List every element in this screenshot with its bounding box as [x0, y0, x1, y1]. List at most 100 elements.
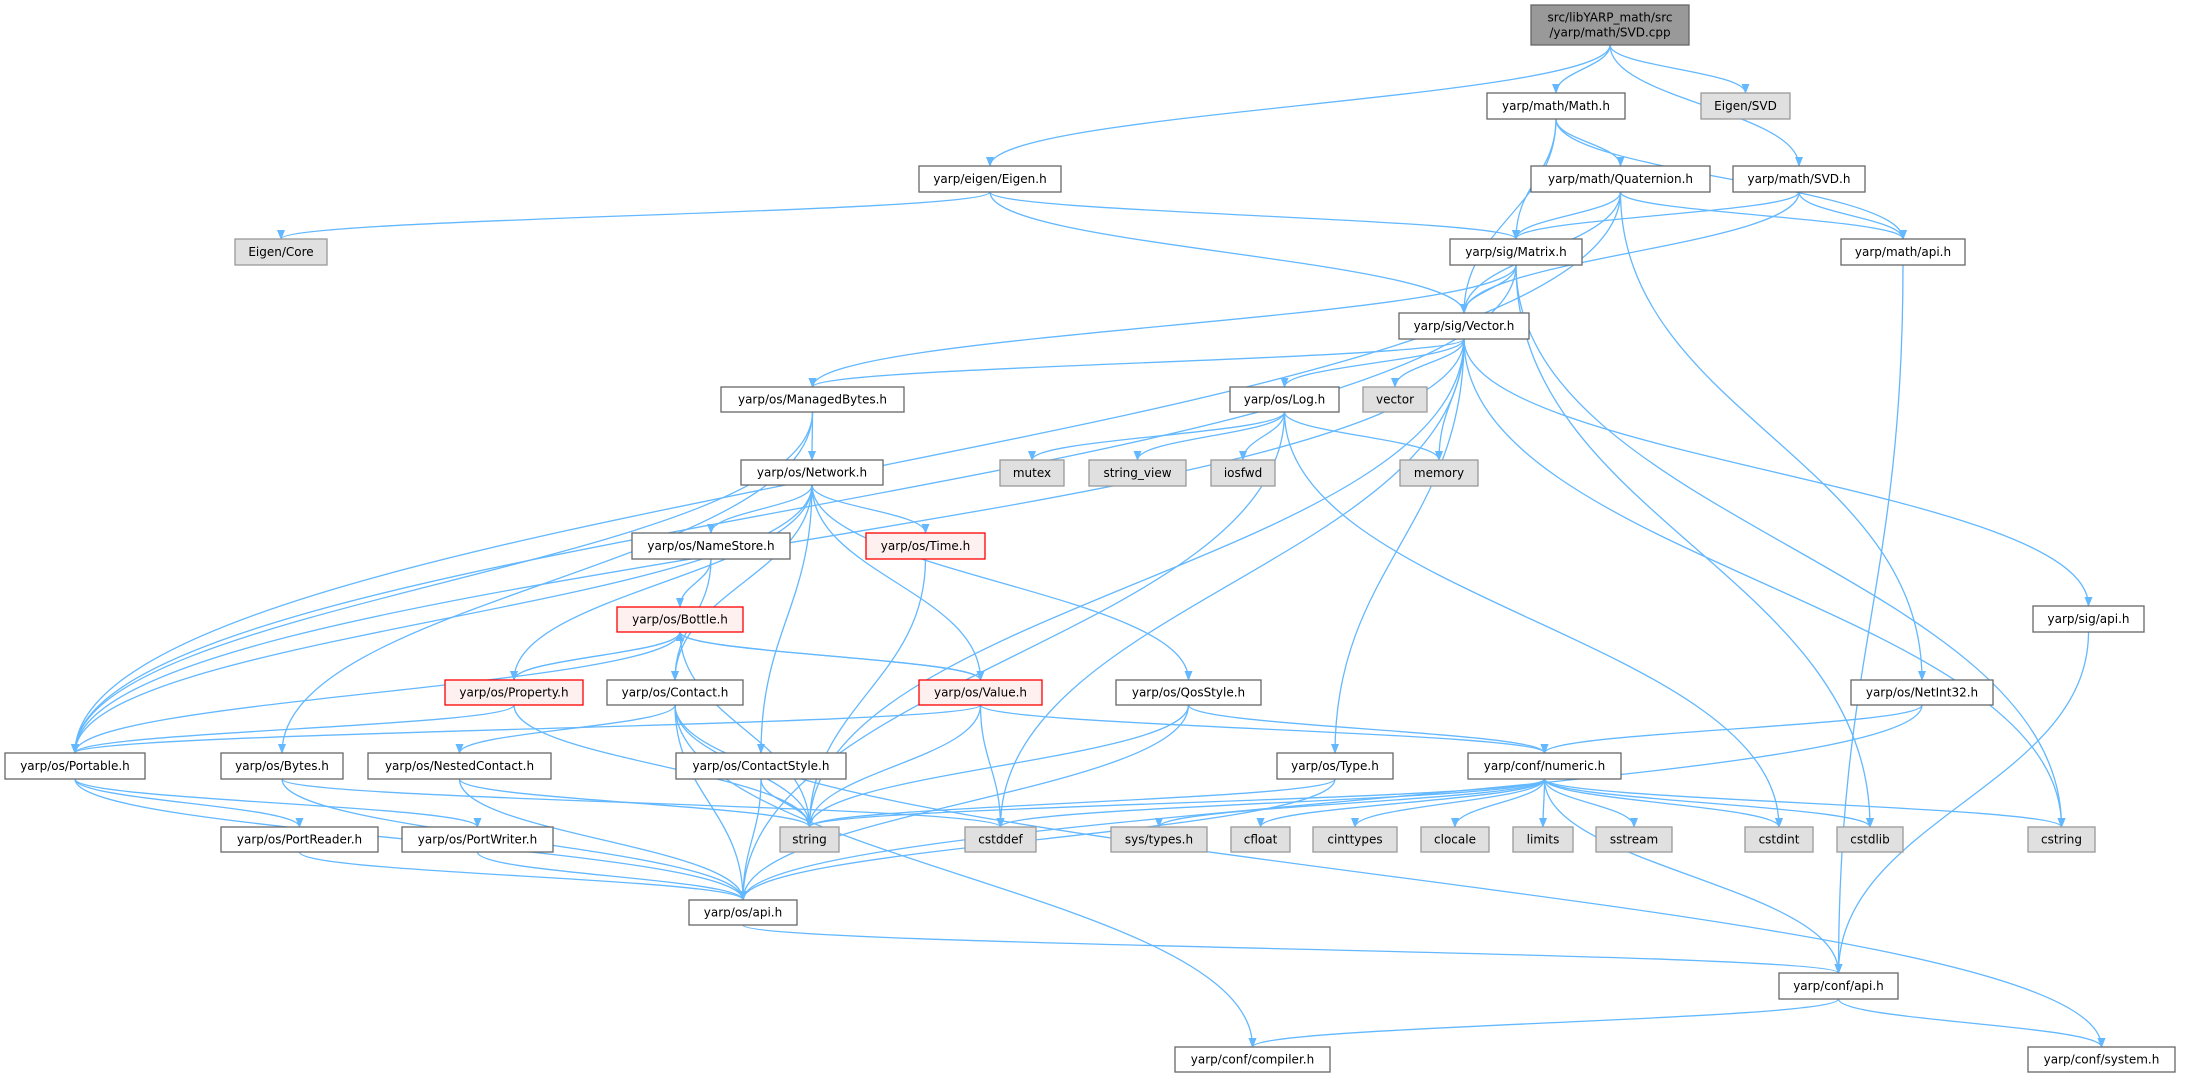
edge-network-to-time	[811, 484, 930, 534]
node-mathapi[interactable]: yarp/math/api.h	[1840, 238, 1966, 266]
node-compiler[interactable]: yarp/conf/compiler.h	[1174, 1046, 1331, 1073]
node-network[interactable]: yarp/os/Network.h	[740, 459, 884, 486]
node-log[interactable]: yarp/os/Log.h	[1229, 386, 1340, 413]
node-preader[interactable]: yarp/os/PortReader.h	[220, 826, 379, 853]
edge-numeric-to-cfloat	[1256, 778, 1546, 828]
node-box	[367, 752, 552, 780]
node-cfloat[interactable]: cfloat	[1230, 826, 1291, 853]
edge-vector-to-managed	[808, 338, 1465, 388]
node-box	[234, 238, 328, 266]
node-matrix[interactable]: yarp/sig/Matrix.h	[1449, 238, 1583, 266]
node-box	[1700, 92, 1791, 120]
node-box	[1398, 312, 1530, 340]
node-label: cstddef	[978, 833, 1023, 847]
node-cstyle[interactable]: yarp/os/ContactStyle.h	[675, 752, 847, 780]
node-cinttypes[interactable]: cinttypes	[1312, 826, 1398, 853]
node-label: /yarp/math/SVD.cpp	[1549, 26, 1670, 40]
node-label: iosfwd	[1224, 466, 1262, 480]
node-label: string_view	[1103, 466, 1171, 480]
node-bytes[interactable]: yarp/os/Bytes.h	[220, 752, 344, 780]
edge-numeric-to-string	[805, 778, 1546, 828]
node-root[interactable]: src/libYARP_math/src/yarp/math/SVD.cpp	[1530, 4, 1690, 46]
node-clocale[interactable]: clocale	[1420, 826, 1490, 853]
node-limits[interactable]: limits	[1512, 826, 1574, 853]
node-qos[interactable]: yarp/os/QosStyle.h	[1115, 679, 1262, 706]
edge-root-to-math	[1552, 44, 1611, 94]
edge-vector-to-cstring	[1463, 338, 2066, 828]
node-portable[interactable]: yarp/os/Portable.h	[4, 752, 146, 780]
node-mutex[interactable]: mutex	[999, 459, 1065, 487]
node-bottle[interactable]: yarp/os/Bottle.h	[616, 606, 744, 633]
node-box	[1836, 826, 1904, 853]
node-time[interactable]: yarp/os/Time.h	[865, 532, 986, 560]
node-vector[interactable]: yarp/sig/Vector.h	[1398, 312, 1530, 340]
edge-nested-to-osapi	[458, 778, 747, 901]
edge-pwriter-to-osapi	[476, 851, 747, 901]
node-confapi[interactable]: yarp/conf/api.h	[1778, 972, 1899, 1000]
edge-portable-to-preader	[74, 778, 304, 828]
node-label: clocale	[1434, 833, 1476, 847]
node-label: cstdint	[1759, 833, 1800, 847]
node-box	[444, 679, 584, 706]
node-cstddef[interactable]: cstddef	[964, 826, 1037, 853]
edge-value-to-portable	[71, 704, 982, 754]
node-cstdlib[interactable]: cstdlib	[1836, 826, 1904, 853]
node-cstdint[interactable]: cstdint	[1744, 826, 1814, 853]
node-label: yarp/os/Bottle.h	[632, 613, 728, 627]
edge-log-to-cstdint	[1283, 411, 1783, 828]
node-netint[interactable]: yarp/os/NetInt32.h	[1850, 679, 1994, 706]
node-label: yarp/math/Math.h	[1502, 99, 1610, 113]
node-label: yarp/os/Property.h	[459, 686, 568, 700]
edge-vector-to-cstddef	[996, 338, 1465, 828]
node-contact[interactable]: yarp/os/Contact.h	[606, 679, 744, 706]
node-label: yarp/os/PortReader.h	[237, 833, 362, 847]
node-box	[401, 826, 554, 853]
node-string[interactable]: string	[779, 826, 840, 853]
node-box	[720, 386, 905, 413]
node-eigenh[interactable]: yarp/eigen/Eigen.h	[918, 165, 1062, 193]
edge-svdh-to-vector	[1460, 191, 1800, 314]
node-label: yarp/os/api.h	[704, 906, 782, 920]
node-eigencore[interactable]: Eigen/Core	[234, 238, 328, 266]
node-svdh[interactable]: yarp/math/SVD.h	[1732, 165, 1866, 193]
node-box	[779, 826, 840, 853]
node-cstring[interactable]: cstring	[2027, 826, 2096, 853]
node-label: mutex	[1013, 466, 1051, 480]
node-label: yarp/os/ContactStyle.h	[693, 759, 830, 773]
node-property[interactable]: yarp/os/Property.h	[444, 679, 584, 706]
node-type[interactable]: yarp/os/Type.h	[1276, 752, 1394, 780]
node-stringview[interactable]: string_view	[1088, 459, 1187, 487]
node-numeric[interactable]: yarp/conf/numeric.h	[1467, 752, 1622, 780]
node-system[interactable]: yarp/conf/system.h	[2027, 1046, 2176, 1073]
node-managed[interactable]: yarp/os/ManagedBytes.h	[720, 386, 905, 413]
edge-contact-to-nested	[455, 704, 676, 754]
node-box	[1486, 92, 1626, 120]
node-eigensvd[interactable]: Eigen/SVD	[1700, 92, 1791, 120]
edge-log-to-mutex	[1028, 411, 1286, 461]
node-memory[interactable]: memory	[1399, 459, 1479, 487]
node-sstream[interactable]: sstream	[1595, 826, 1673, 853]
node-quat[interactable]: yarp/math/Quaternion.h	[1530, 165, 1711, 193]
node-namestore[interactable]: yarp/os/NameStore.h	[631, 532, 791, 560]
edge-matrix-to-managed	[808, 264, 1517, 388]
node-nested[interactable]: yarp/os/NestedContact.h	[367, 752, 552, 780]
edge-bottle-to-string	[679, 631, 814, 828]
node-iosfwd[interactable]: iosfwd	[1210, 459, 1276, 487]
edge-value-to-numeric	[979, 704, 1549, 754]
node-osapi[interactable]: yarp/os/api.h	[688, 899, 798, 926]
node-sigapi[interactable]: yarp/sig/api.h	[2032, 605, 2145, 633]
node-box	[1840, 238, 1966, 266]
node-systypes[interactable]: sys/types.h	[1110, 826, 1208, 853]
edge-vector-to-sigapi	[1463, 338, 2093, 607]
edge-type-to-string	[805, 778, 1336, 828]
edge-value-to-bottle	[676, 631, 982, 681]
node-label: yarp/math/api.h	[1855, 245, 1951, 259]
node-value[interactable]: yarp/os/Value.h	[918, 679, 1043, 706]
node-math[interactable]: yarp/math/Math.h	[1486, 92, 1626, 120]
edge-numeric-to-confapi	[1543, 778, 1843, 974]
node-vectorstd[interactable]: vector	[1362, 386, 1428, 413]
node-label: yarp/conf/numeric.h	[1484, 759, 1605, 773]
edge-mathapi-to-confapi	[1834, 264, 1904, 974]
node-pwriter[interactable]: yarp/os/PortWriter.h	[401, 826, 554, 853]
